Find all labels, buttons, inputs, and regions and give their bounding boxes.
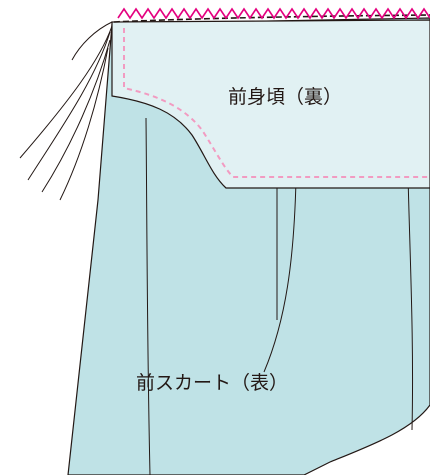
skirt-fold-line <box>407 174 414 431</box>
thread-ends <box>19 21 113 201</box>
overlock-stitch <box>117 7 430 20</box>
skirt-fold-line <box>263 179 297 373</box>
bodice-label: 前身頃（裏） <box>228 86 343 108</box>
skirt-fold-line <box>145 117 151 475</box>
skirt-label: 前スカート（表） <box>136 372 289 394</box>
front-bodice-piece <box>111 19 430 189</box>
